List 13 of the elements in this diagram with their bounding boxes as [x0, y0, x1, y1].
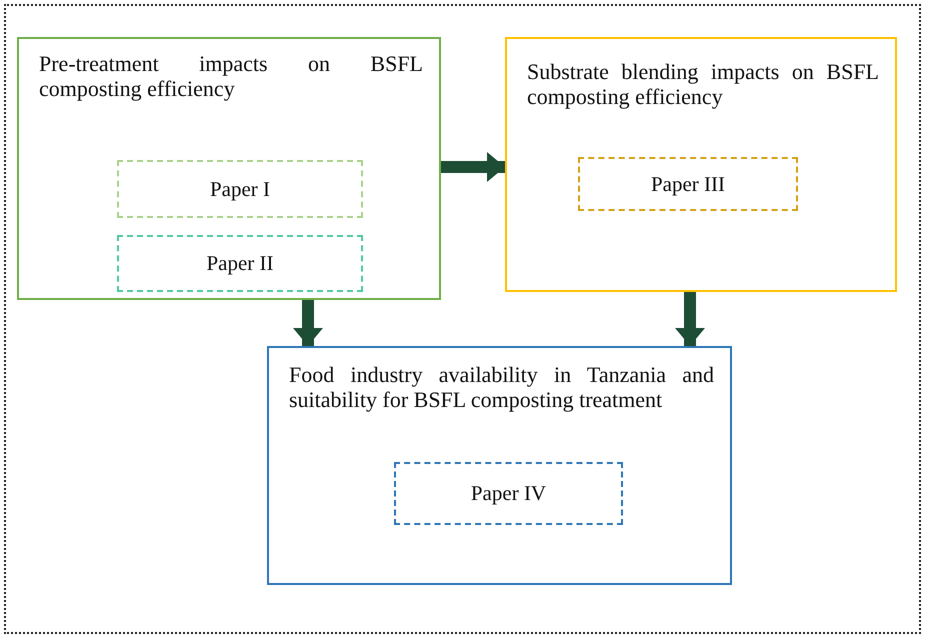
topic-box	[505, 37, 897, 292]
paper-box: Paper IV	[394, 462, 623, 525]
topic-title: Pre-treatment impacts on BSFL composting efficiency	[39, 51, 423, 101]
block-arrow	[293, 300, 323, 346]
block-arrow	[441, 152, 505, 182]
topic-title: Substrate blending impacts on BSFL composting efficiency	[527, 59, 879, 109]
topic-title: Food industry availability in Tanzania and suitability for BSFL composting treatment	[289, 362, 714, 412]
paper-box: Paper I	[117, 160, 363, 218]
block-arrow	[675, 292, 705, 346]
paper-box: Paper III	[578, 157, 798, 211]
topic-box	[267, 346, 732, 585]
topic-box	[17, 37, 441, 300]
paper-box: Paper II	[117, 235, 363, 292]
